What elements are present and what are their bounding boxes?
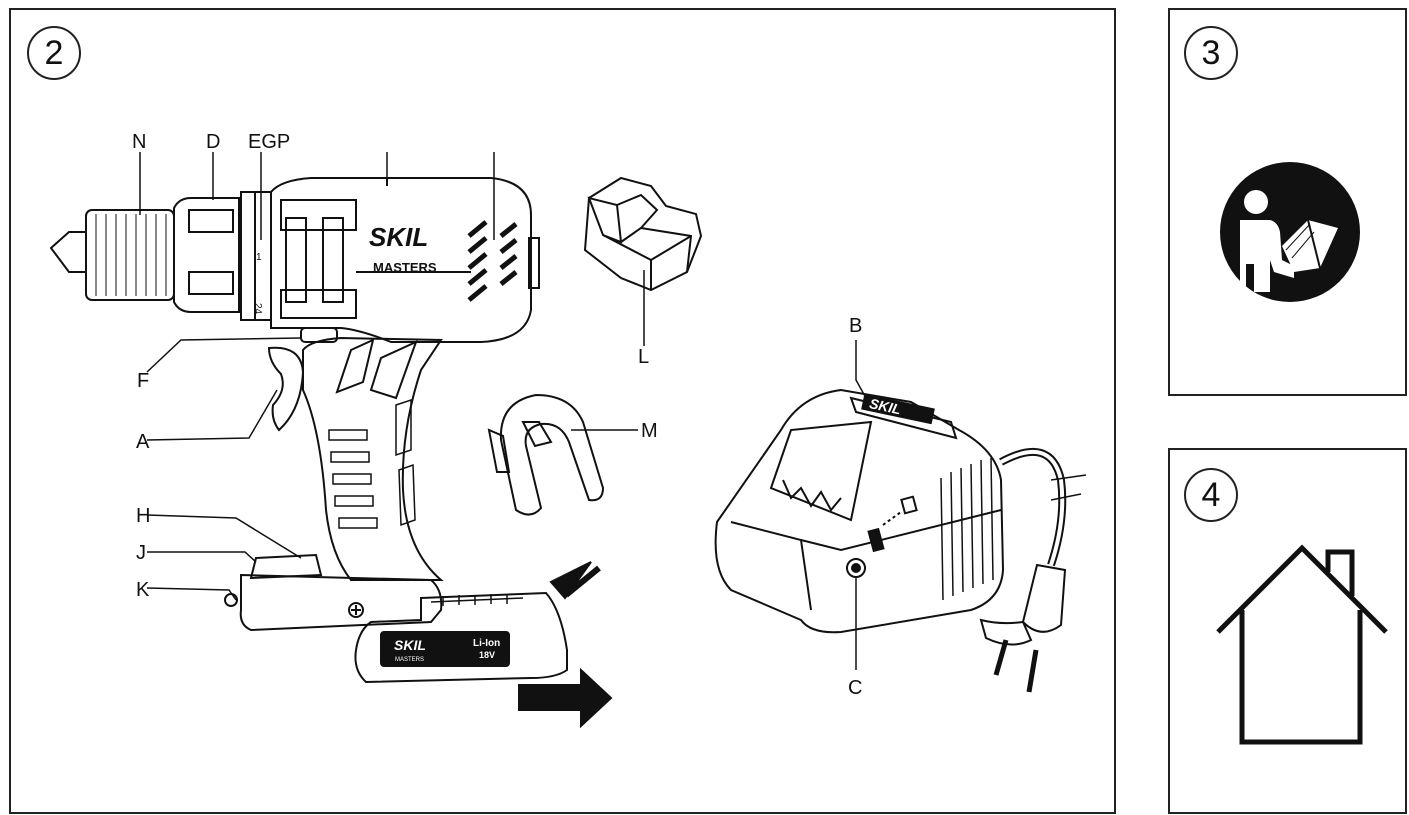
battery-series-text: MASTERS [395, 657, 424, 663]
battery-brand-text: SKIL [394, 637, 426, 653]
figure-number-3: 3 [1184, 26, 1238, 80]
drill-brand-text: SKIL [369, 222, 428, 252]
drill-series-text: MASTERS [373, 260, 437, 275]
chuck-knurling [95, 214, 167, 296]
figure-3-panel: 3 [1168, 8, 1407, 396]
charger-illustration [714, 388, 1087, 693]
figure-4-panel: 4 [1168, 448, 1407, 814]
battery-voltage-text: 18V [479, 650, 495, 660]
label-J: J [136, 542, 146, 564]
label-K: K [136, 579, 150, 601]
label-F: F [137, 370, 149, 392]
read-manual-icon [1220, 162, 1360, 302]
label-C: C [848, 677, 862, 699]
figure-number-2: 2 [27, 26, 81, 80]
house-icon [1216, 544, 1388, 745]
label-M: M [641, 420, 658, 442]
figure-2-illustration: SKIL MASTERS 1 24 SKIL MASTERS Li-Ion 18… [49, 131, 1087, 729]
torque-mark: 24 [252, 303, 263, 315]
label-H: H [136, 505, 150, 527]
charger-vents [940, 457, 994, 601]
drill-vents [467, 220, 518, 302]
handle-grip [328, 398, 416, 529]
gear-mark-1: 1 [256, 252, 262, 263]
battery-ribs [430, 594, 524, 606]
label-EGP: EGP [248, 131, 290, 153]
figure-number-4: 4 [1184, 468, 1238, 522]
belt-clip-M [487, 393, 605, 516]
drill-illustration [49, 177, 613, 729]
label-D: D [206, 131, 220, 153]
charger-brand-text: SKIL [868, 395, 903, 417]
battery-type-text: Li-Ion [473, 638, 500, 649]
label-L: L [638, 346, 649, 368]
label-N: N [132, 131, 146, 153]
battery-cover-L [583, 176, 703, 292]
label-A: A [136, 431, 150, 453]
figure-2-panel: 2 [9, 8, 1116, 814]
label-B: B [849, 315, 862, 337]
leader-lines [139, 152, 867, 670]
